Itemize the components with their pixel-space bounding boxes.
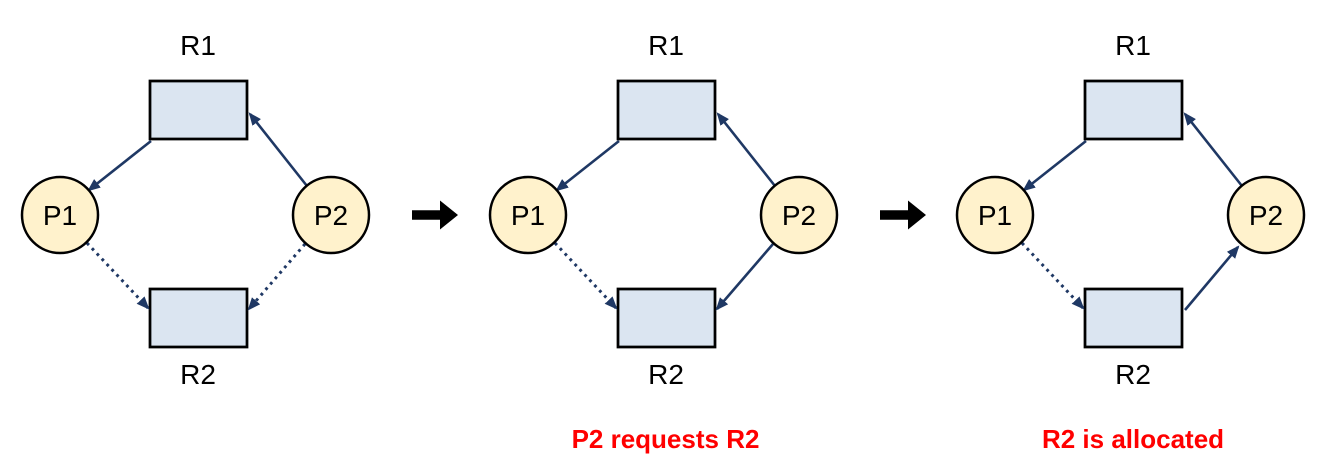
resource-label-r2: R2 xyxy=(648,359,684,390)
resource-label-r2: R2 xyxy=(1115,359,1151,390)
right-arrow-icon xyxy=(879,200,926,230)
resource-allocation-graph-1: R1 R2 P1 P2 xyxy=(20,30,371,390)
resource-allocation-graph-3: R1 R2 P1 P2 xyxy=(955,30,1306,390)
edge-p2-to-r1 xyxy=(716,112,776,187)
transition-arrow-icon xyxy=(412,200,458,230)
stage-1-caption xyxy=(0,400,396,475)
edge-p1-to-r2 xyxy=(85,241,150,310)
process-node-p1 xyxy=(20,175,100,255)
resource-label-r1: R1 xyxy=(648,30,684,61)
edge-r1-to-p1 xyxy=(1022,139,1087,192)
resource-allocation-graph-2: R1 R2 P1 P2 xyxy=(488,30,838,390)
resource-node-r1 xyxy=(1083,79,1184,141)
edge-r1-to-p1 xyxy=(87,139,152,192)
stage-2-caption: P2 requests R2 xyxy=(571,424,760,454)
stage-3: R1 R2 P1 P2 R2 is allocated xyxy=(935,0,1331,475)
process-node-p2 xyxy=(759,175,838,255)
transition-gap-2 xyxy=(864,0,936,475)
stage-3-caption: R2 is allocated xyxy=(1041,424,1225,454)
edge-p2-to-r1 xyxy=(248,112,309,187)
resource-node-r1 xyxy=(616,79,716,141)
stage-2: R1 R2 P1 P2 P2 requests R2 xyxy=(468,0,864,475)
process-node-p2 xyxy=(291,175,371,255)
process-label-p1: P1 xyxy=(43,200,77,231)
process-label-p1: P1 xyxy=(978,200,1012,231)
resource-node-r2 xyxy=(1083,287,1184,349)
process-node-p1 xyxy=(488,175,567,255)
edge-p1-to-r2 xyxy=(553,241,617,310)
edge-p2-to-r2 xyxy=(247,243,307,311)
process-label-p2: P2 xyxy=(314,200,348,231)
edge-p2-to-r1 xyxy=(1183,112,1244,187)
process-node-p1 xyxy=(955,175,1035,255)
stage-1: R1 R2 P1 P2 xyxy=(0,0,396,475)
transition-gap-1 xyxy=(396,0,468,475)
resource-node-r2 xyxy=(148,287,249,349)
process-node-p2 xyxy=(1226,175,1306,255)
edge-r1-to-p1 xyxy=(554,139,620,192)
resource-label-r1: R1 xyxy=(1115,30,1151,61)
process-label-p2: P2 xyxy=(781,200,815,231)
resource-label-r2: R2 xyxy=(180,359,216,390)
edge-p1-to-r2 xyxy=(1020,241,1085,310)
resource-node-r2 xyxy=(616,287,716,349)
edge-p2-to-r2 xyxy=(715,243,774,311)
right-arrow-icon xyxy=(412,200,458,230)
resource-label-r1: R1 xyxy=(180,30,216,61)
process-label-p2: P2 xyxy=(1249,200,1283,231)
transition-arrow-icon xyxy=(879,200,926,230)
process-label-p1: P1 xyxy=(510,200,544,231)
resource-node-r1 xyxy=(148,79,249,141)
edge-r2-to-p2 xyxy=(1184,245,1240,311)
